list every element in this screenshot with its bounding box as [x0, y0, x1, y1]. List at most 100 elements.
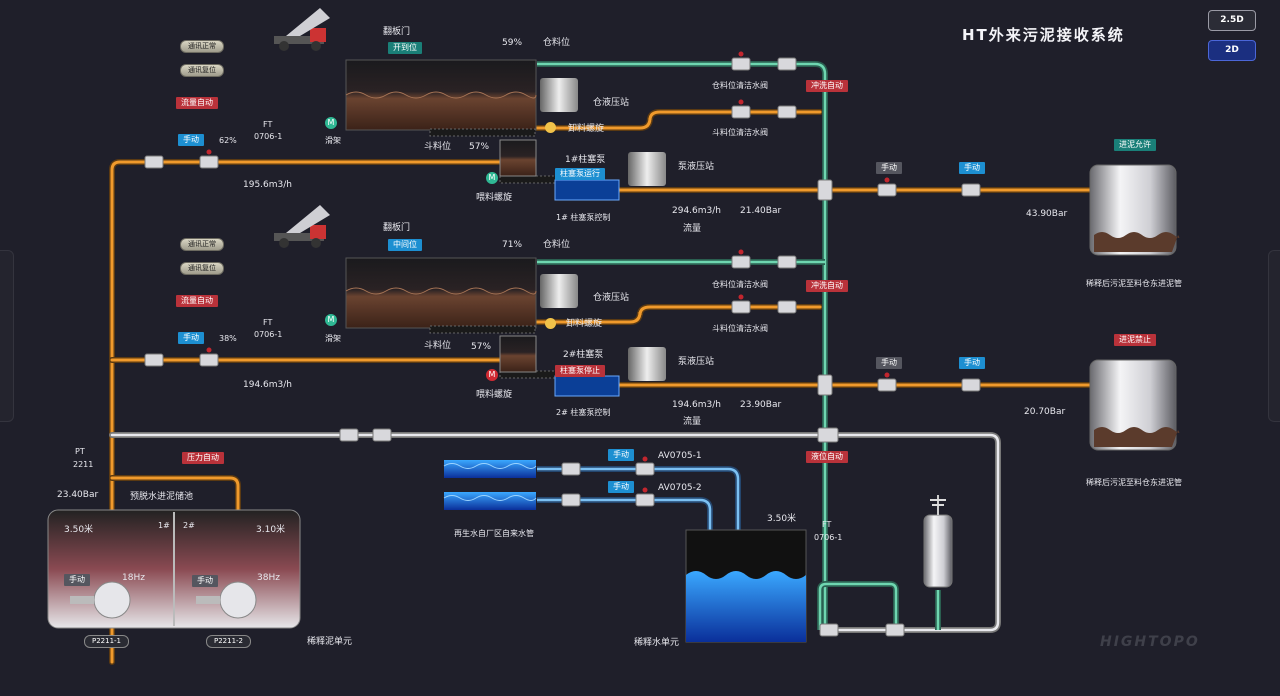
feed-screw-label-2: 喂料螺旋 [476, 390, 513, 400]
silo-level-label-2: 仓料位 [543, 240, 571, 250]
dilute-sludge-unit-label: 稀释泥单元 [307, 637, 353, 647]
pressure-auto-tag[interactable]: 压力自动 [182, 452, 224, 464]
hydraulic-station-label-1: 仓液压站 [593, 98, 630, 108]
valve-pct-1: 62% [219, 136, 237, 145]
av1-label: AV0705-1 [658, 451, 702, 461]
pump-hydraulic-icon-1 [628, 152, 666, 186]
brand-logo: HIGHTOPO [1100, 634, 1200, 650]
manual-tag-1[interactable]: 手动 [178, 134, 204, 146]
flow-auto-tag-2[interactable]: 流量自动 [176, 295, 218, 307]
dump-truck-icon [270, 6, 342, 54]
water-ft-label: FT [822, 520, 832, 529]
flow-label-1: 流量 [683, 224, 702, 234]
level-auto-tag[interactable]: 液位自动 [806, 451, 848, 463]
comm-status-2[interactable]: 通讯正常 [180, 238, 224, 251]
av1-manual-tag[interactable]: 手动 [608, 449, 634, 461]
pt-id: 2211 [73, 460, 94, 469]
right-panel-handle[interactable] [1268, 250, 1280, 422]
tank-pressure-2: 20.70Bar [1024, 407, 1066, 417]
unload-screw-icon-1 [545, 122, 556, 133]
pool-label: 预脱水进泥储池 [130, 492, 194, 502]
pump-pressure-1: 21.40Bar [740, 206, 782, 216]
pt-label: PT [75, 447, 85, 456]
feed-screw-motor-icon-1: M [486, 172, 498, 184]
slide-label-2: 滑架 [325, 334, 341, 343]
flip-door-label-1: 翻板门 [383, 27, 411, 37]
pool2-pump-button[interactable]: P2211-2 [206, 635, 252, 648]
pt-value: 23.40Bar [57, 490, 99, 500]
left-panel-handle[interactable] [0, 250, 14, 422]
pump-hydraulic-icon-2 [628, 347, 666, 381]
bucket-pct-2: 57% [471, 342, 492, 352]
pool2-manual-tag[interactable]: 手动 [192, 575, 218, 587]
pump-state-2: 柱塞泵停止 [555, 365, 605, 377]
comm-reset-1[interactable]: 通讯复位 [180, 64, 224, 77]
pool1-pump-button[interactable]: P2211-1 [84, 635, 130, 648]
pump-hydraulic-label-1: 泵液压站 [678, 162, 715, 172]
manual-tag-1b[interactable]: 手动 [959, 162, 985, 174]
av2-manual-tag[interactable]: 手动 [608, 481, 634, 493]
flush-auto-tag-1[interactable]: 冲洗自动 [806, 80, 848, 92]
ft-id-2: 0706-1 [254, 330, 283, 339]
av2-label: AV0705-2 [658, 483, 702, 493]
flow-value-2: 194.6m3/h [243, 380, 292, 390]
hydraulic-station-label-2: 仓液压站 [593, 293, 630, 303]
page-title: HT外来污泥接收系统 [962, 26, 1125, 44]
pool2-number: 2# [183, 521, 195, 530]
feed-screw-label-1: 喂料螺旋 [476, 193, 513, 203]
unload-screw-label-2: 卸料螺旋 [566, 319, 603, 329]
door-state-1: 开到位 [388, 42, 422, 54]
unload-screw-label-1: 卸料螺旋 [568, 124, 605, 134]
pump-pressure-2: 23.90Bar [740, 400, 782, 410]
pump-hydraulic-label-2: 泵液压站 [678, 357, 715, 367]
pool2-hz: 38Hz [257, 573, 280, 583]
pool1-level: 3.50米 [64, 525, 94, 535]
tank-permit-2: 进泥禁止 [1114, 334, 1156, 346]
feed-screw-motor-icon-2: M [486, 369, 498, 381]
silo-level-pct-1: 59% [502, 38, 523, 48]
unload-screw-icon-2 [545, 318, 556, 329]
tank-permit-1: 进泥允许 [1114, 139, 1156, 151]
hydraulic-station-icon-2 [540, 274, 578, 308]
manual-tag-2[interactable]: 手动 [178, 332, 204, 344]
clean-valve-bucket-label-1: 斗料位清洁水阀 [712, 128, 768, 137]
dump-truck-icon [270, 203, 342, 251]
water-ft-id: 0706-1 [814, 533, 843, 542]
water-level: 3.50米 [767, 514, 797, 524]
pump-control-label-1[interactable]: 1# 柱塞泵控制 [556, 213, 611, 222]
flip-door-label-2: 翻板门 [383, 223, 411, 233]
pool1-number: 1# [158, 521, 170, 530]
dilute-water-unit-label: 稀释水单元 [634, 638, 680, 648]
view-25d-button[interactable]: 2.5D [1208, 10, 1256, 31]
slide-label-1: 滑架 [325, 136, 341, 145]
pump-control-label-2[interactable]: 2# 柱塞泵控制 [556, 408, 611, 417]
pool1-hz: 18Hz [122, 573, 145, 583]
silo-level-pct-2: 71% [502, 240, 523, 250]
door-state-2: 中间位 [388, 239, 422, 251]
flush-auto-tag-2[interactable]: 冲洗自动 [806, 280, 848, 292]
flow-label-2: 流量 [683, 417, 702, 427]
tank-label-2: 稀释后污泥至料仓东进泥管 [1086, 478, 1182, 487]
flow-value-1: 195.6m3/h [243, 180, 292, 190]
manual-tag-2a[interactable]: 手动 [876, 357, 902, 369]
pump-flow-1: 294.6m3/h [672, 206, 721, 216]
ft-label-1: FT [263, 120, 273, 129]
hydraulic-station-icon-1 [540, 78, 578, 112]
tank-label-1: 稀释后污泥至料仓东进泥管 [1086, 279, 1182, 288]
pump-flow-2: 194.6m3/h [672, 400, 721, 410]
clean-valve-silo-label-1: 仓料位清洁水阀 [712, 81, 768, 90]
bucket-label-1: 斗料位 [424, 142, 452, 152]
water-source-label: 再生水自厂区自来水管 [454, 529, 534, 538]
bucket-pct-1: 57% [469, 142, 490, 152]
clean-valve-silo-label-2: 仓料位清洁水阀 [712, 280, 768, 289]
view-2d-button[interactable]: 2D [1208, 40, 1256, 61]
comm-reset-2[interactable]: 通讯复位 [180, 262, 224, 275]
manual-tag-2b[interactable]: 手动 [959, 357, 985, 369]
comm-status-1[interactable]: 通讯正常 [180, 40, 224, 53]
pool1-manual-tag[interactable]: 手动 [64, 574, 90, 586]
bucket-label-2: 斗料位 [424, 341, 452, 351]
manual-tag-1a[interactable]: 手动 [876, 162, 902, 174]
pump-name-2: 2#柱塞泵 [563, 350, 604, 360]
flow-auto-tag-1[interactable]: 流量自动 [176, 97, 218, 109]
